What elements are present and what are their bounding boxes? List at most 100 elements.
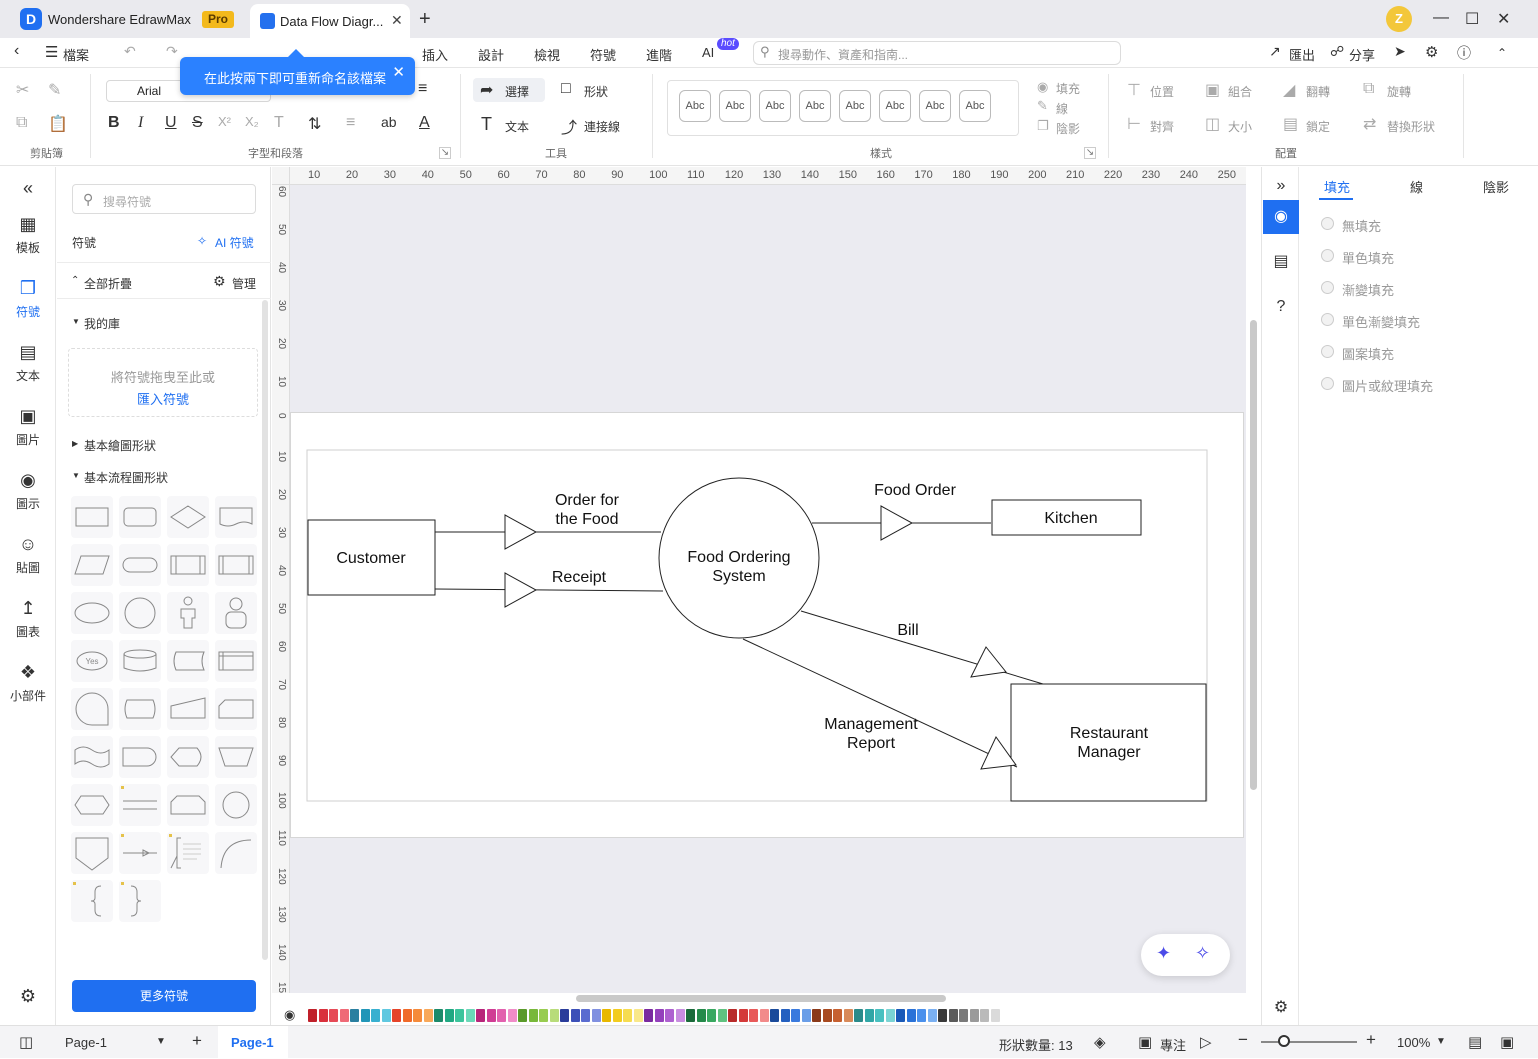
subscript-icon[interactable]: X₂ [245,114,259,129]
color-swatch[interactable] [360,1009,370,1022]
lock-icon[interactable]: ▤ [1283,116,1299,133]
help-circle-icon[interactable]: ? [1276,298,1286,315]
flow-food-order-arrow[interactable] [880,505,914,541]
fill-bucket-icon[interactable]: ◉ [284,1007,296,1022]
color-swatch[interactable] [339,1009,349,1022]
user-avatar[interactable]: Z [1386,6,1412,32]
zoom-in-icon[interactable]: + [1366,1030,1376,1049]
color-swatch[interactable] [696,1009,706,1022]
line-label[interactable]: 線 [1056,102,1069,116]
rail-item-images[interactable]: ▣圖片 [0,406,56,448]
radio-button[interactable] [1321,377,1334,390]
magic-wand-icon[interactable]: ✦ [1156,943,1172,963]
ai-symbols-button[interactable]: AI 符號 [215,236,254,250]
color-swatch[interactable] [581,1009,590,1022]
color-swatch[interactable] [560,1009,569,1022]
symbol-panel-scrollbar[interactable] [262,300,268,960]
size-label[interactable]: 大小 [1228,120,1253,134]
flip-icon[interactable]: ◢ [1283,82,1296,99]
color-swatch[interactable] [329,1009,338,1022]
collapse-panel-button[interactable]: « [0,178,56,200]
back-icon[interactable]: ‹ [14,42,20,59]
export-button[interactable]: 匯出 [1289,48,1316,63]
color-swatch[interactable] [812,1009,821,1022]
format-painter-icon[interactable]: ✎ [48,82,62,99]
basic-flowchart-header[interactable]: 基本流程圖形狀 [84,471,169,485]
color-swatch[interactable] [675,1009,685,1022]
connector-icon[interactable]: ⤴ [561,120,578,137]
text-align-icon[interactable]: ≡ [418,80,428,97]
shape-data[interactable] [71,544,113,586]
send-icon[interactable]: ➤ [1394,43,1406,59]
rail-item-stickers[interactable]: ☺貼圖 [0,534,56,576]
style-preset-5[interactable]: Abc [839,90,871,122]
shape-arc[interactable] [215,832,257,874]
close-tab-icon[interactable]: ✕ [391,12,403,28]
color-swatch[interactable] [591,1009,601,1022]
shape-right-brace[interactable] [119,880,161,922]
color-swatch[interactable] [423,1009,433,1022]
shape-annotation[interactable] [167,832,209,874]
shape-document[interactable] [215,496,257,538]
font-dialog-launcher-icon[interactable]: ↘ [439,147,451,159]
color-swatch[interactable] [885,1009,895,1022]
radio-button[interactable] [1321,249,1334,262]
color-swatch[interactable] [507,1009,517,1022]
color-swatch[interactable] [770,1009,779,1022]
manage-gear-icon[interactable]: ⚙ [213,273,226,289]
radio-button[interactable] [1321,345,1334,358]
bold-icon[interactable]: B [108,114,120,131]
color-swatch[interactable] [318,1009,328,1022]
entity-customer[interactable] [307,519,436,596]
color-swatch[interactable] [822,1009,832,1022]
color-swatch[interactable] [402,1009,412,1022]
flow-receipt-line[interactable] [434,588,664,592]
color-swatch[interactable] [896,1009,905,1022]
fill-bucket-icon[interactable]: ◉ [1037,79,1049,94]
color-swatch[interactable] [444,1009,454,1022]
color-swatch[interactable] [539,1009,548,1022]
fill-label[interactable]: 填充 [1056,82,1081,96]
shape-actor[interactable] [167,592,209,634]
expand-caret-icon[interactable]: ▼ [72,471,80,480]
import-symbols-link[interactable]: 匯入符號 [136,392,189,407]
share-icon[interactable]: ☍ [1330,43,1345,59]
shape-arrow-line[interactable] [119,832,161,874]
tab-line[interactable]: 線 [1410,180,1424,195]
fill-paint-icon[interactable]: ◉ [1263,200,1299,234]
size-icon[interactable]: ◫ [1205,116,1221,133]
color-swatch[interactable] [717,1009,727,1022]
color-swatch[interactable] [801,1009,811,1022]
shape-terminator[interactable] [119,544,161,586]
shape-manual-input[interactable] [167,688,209,730]
panel-settings-gear-icon[interactable]: ⚙ [1273,999,1289,1016]
ai-sparkle-icon[interactable]: ✧ [1195,943,1211,963]
shape-card[interactable] [215,688,257,730]
color-swatch[interactable] [959,1009,968,1022]
underline-icon[interactable]: U [165,114,177,131]
color-swatch[interactable] [906,1009,916,1022]
flow-bill-arrow[interactable] [970,646,1007,678]
dropdown-caret-icon[interactable]: ▼ [156,1036,166,1047]
menu-ai[interactable]: AI [702,45,715,60]
more-symbols-button[interactable]: 更多符號 [72,980,256,1012]
canvas-horizontal-scrollbar[interactable] [576,995,946,1002]
manage-button[interactable]: 管理 [232,277,257,291]
shape-delay[interactable] [119,736,161,778]
entity-kitchen[interactable] [991,499,1142,536]
redo-icon[interactable]: ↷ [166,43,178,59]
color-swatch[interactable] [497,1009,506,1022]
color-swatch[interactable] [728,1009,737,1022]
shape-parallel-mode[interactable] [119,784,161,826]
style-preset-1[interactable]: Abc [679,90,711,122]
color-swatch[interactable] [938,1009,947,1022]
group-icon[interactable]: ▣ [1205,82,1221,99]
color-swatch[interactable] [486,1009,496,1022]
style-preset-6[interactable]: Abc [879,90,911,122]
radio-button[interactable] [1321,313,1334,326]
menu-symbols[interactable]: 符號 [590,48,617,63]
focus-mode-button[interactable]: 專注 [1160,1038,1187,1053]
radio-button[interactable] [1321,281,1334,294]
shape-circle[interactable] [119,592,161,634]
page-tab[interactable]: Page-1 [218,1026,288,1059]
